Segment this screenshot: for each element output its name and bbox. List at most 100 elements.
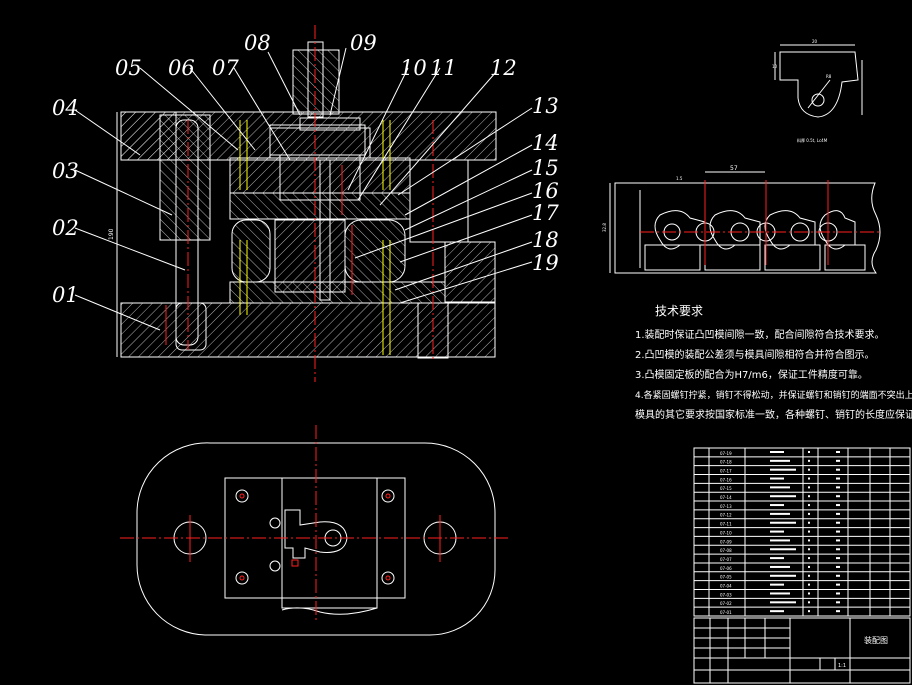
tech-item-5: 模具的其它要求按国家标准一致，各种螺钉、销钉的长度应保证一致。 [635,408,912,421]
bom-name-cell [770,530,784,533]
leader-lines [74,47,533,331]
part-height-dim: 10 [772,64,778,69]
tech-title: 技术要求 [655,304,703,318]
bom-qty-cell [808,592,810,595]
drawing-scale: 1:1 [838,663,846,669]
bom-rows: 07-1907-1807-1707-1607-1507-1407-1307-12… [694,451,910,617]
bom-qty-cell [808,565,810,568]
part-label-04: 04 [52,96,79,120]
part-label-11: 11 [430,56,457,80]
bom-material-cell [836,539,840,542]
part-label-16: 16 [532,179,559,203]
part-label-10: 10 [400,56,427,80]
assembly-height-dim: 190 [108,228,115,240]
bom-material-cell [836,521,840,524]
bom-material-cell [836,548,840,551]
rubber-spring-left [231,219,271,283]
bom-name-cell [770,521,796,524]
bom-code-cell: 07-18 [720,460,732,465]
bom-code-cell: 07-06 [720,566,732,571]
bom-material-cell [836,504,840,507]
bom-name-cell [770,477,784,480]
bom-qty-cell [808,504,810,507]
assembly-section-view: 190 08 09 05 06 07 10 [52,25,559,382]
tech-item-2: 2.凸凹模的装配公差须与模具间隙相符合并符合图示。 [635,348,875,361]
bom-code-cell: 07-08 [720,548,732,553]
bom-code-cell: 07-07 [720,557,732,562]
bom-code-cell: 07-13 [720,504,732,509]
bom-name-cell [770,539,790,542]
strip-side-dim: 1.5 [676,176,683,181]
bom-qty-cell [808,530,810,533]
bom-material-cell [836,583,840,586]
bom-name-cell [770,548,796,551]
bom-name-cell [770,601,796,604]
bom-qty-cell [808,486,810,489]
bom-material-cell [836,530,840,533]
bom-material-cell [836,495,840,498]
die-plate [229,281,446,304]
part-label-01: 01 [52,283,79,307]
part-label-19: 19 [532,251,559,275]
tech-item-1: 1.装配时保证凸凹模间隙一致，配合间隙符合技术要求。 [635,328,885,341]
bom-name-cell [770,610,784,613]
bom-code-cell: 07-19 [720,451,732,456]
bom-qty-cell [808,548,810,551]
punch [319,159,331,301]
bom-name-cell [770,565,790,568]
bom-code-cell: 07-05 [720,575,732,580]
part-label-15: 15 [532,156,559,180]
bom-name-cell [770,451,784,453]
part-label-18: 18 [532,228,559,252]
bom-material-cell [836,468,840,471]
bom-material-cell [836,601,840,604]
part-radius-dim: R8 [826,74,832,79]
bom-qty-cell [808,583,810,586]
part-label-03: 03 [52,159,79,183]
bom-name-cell [770,574,796,577]
bom-material-cell [836,451,840,453]
bom-material-cell [836,477,840,480]
bom-qty-cell [808,539,810,542]
strip-height-dim: 32.8 [602,223,607,232]
bom-name-cell [770,495,796,498]
bom-material-cell [836,565,840,568]
bom-code-cell: 07-16 [720,477,732,482]
die-shank [292,49,340,115]
bom-name-cell [770,459,790,462]
bom-material-cell [836,512,840,515]
bom-qty-cell [808,459,810,462]
part-width-dim: 20 [812,39,818,44]
strip-pitch-dim: 57 [730,165,738,172]
bom-qty-cell [808,468,810,471]
bom-code-cell: 07-03 [720,592,732,597]
bom-qty-cell [808,601,810,604]
part-detail-view: 20 10 R8 料厚 0.5t, Lc4M [772,39,863,143]
lower-die-base [120,302,496,358]
part-label-02: 02 [52,216,79,240]
bom-qty-cell [808,521,810,524]
part-label-06: 06 [168,56,195,80]
lower-base-outline [136,442,496,636]
bom-material-cell [836,486,840,489]
bom-code-cell: 07-09 [720,539,732,544]
part-label-07: 07 [212,56,239,80]
bom-code-cell: 07-15 [720,486,732,491]
bom-name-cell [770,557,784,560]
bom-code-cell: 07-14 [720,495,732,500]
tech-item-3: 3.凸模固定板的配合为H7/m6，保证工件精度可靠。 [635,368,868,381]
plan-view [120,425,510,636]
bom-qty-cell [808,610,810,613]
bom-qty-cell [808,451,810,453]
part-label-05: 05 [115,56,142,80]
drawing-name: 装配图 [864,635,888,645]
part-label-17: 17 [532,201,559,225]
part-note: 料厚 0.5t, Lc4M [797,137,828,143]
bom-code-cell: 07-11 [720,522,732,527]
bom-name-cell [770,468,796,471]
bom-qty-cell [808,557,810,560]
part-label-13: 13 [532,94,559,118]
bom-material-cell [836,610,840,613]
bom-name-cell [770,583,784,586]
